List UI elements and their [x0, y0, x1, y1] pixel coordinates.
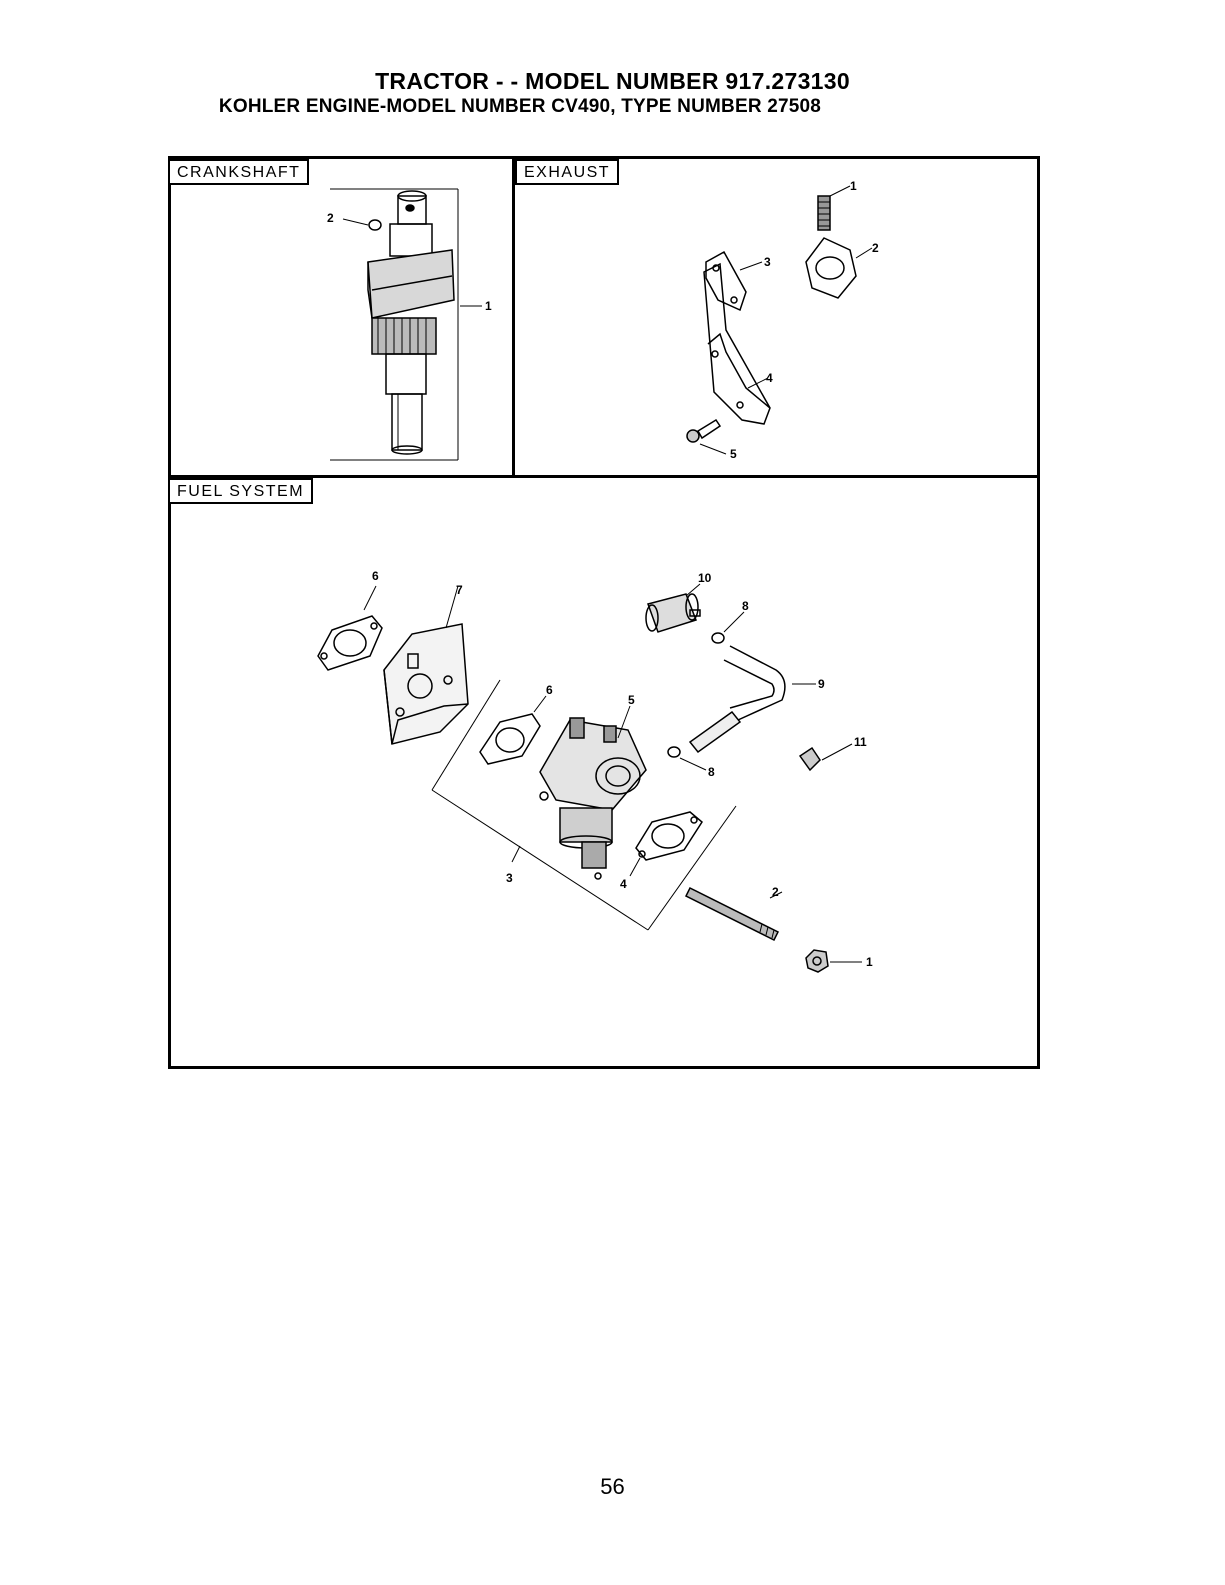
callout-fuel-2: 2	[772, 885, 779, 899]
exhaust-gasket	[806, 238, 872, 298]
carburetor-stud	[686, 888, 782, 940]
callout-crankshaft-1: 1	[485, 299, 492, 313]
callout-exhaust-3: 3	[764, 255, 771, 269]
callout-exhaust-5: 5	[730, 447, 737, 461]
page-number: 56	[0, 1474, 1225, 1500]
carburetor-gasket	[630, 812, 702, 876]
hose-clamp-upper	[712, 612, 744, 643]
callout-fuel-4: 4	[620, 877, 627, 891]
callout-exhaust-4: 4	[766, 371, 773, 385]
callout-fuel-8-upper: 8	[742, 599, 749, 613]
callout-fuel-3: 3	[506, 871, 513, 885]
callout-crankshaft-2: 2	[327, 211, 334, 225]
callout-fuel-11: 11	[854, 735, 867, 749]
fuel-line-clip	[800, 744, 852, 770]
fuel-filter	[646, 584, 700, 632]
callout-exhaust-2: 2	[872, 241, 879, 255]
callout-fuel-6-middle: 6	[546, 683, 553, 697]
callout-fuel-6-upper: 6	[372, 569, 379, 583]
callout-fuel-9: 9	[818, 677, 825, 691]
fuel-line	[690, 646, 816, 752]
heat-shield	[384, 586, 468, 744]
exhaust-stud	[818, 186, 850, 230]
callout-fuel-8-lower: 8	[708, 765, 715, 779]
callout-fuel-7: 7	[456, 583, 463, 597]
fuel-gasket-upper	[318, 586, 382, 670]
exhaust-screw	[687, 420, 726, 454]
carburetor	[540, 706, 646, 879]
callout-fuel-5: 5	[628, 693, 635, 707]
crankshaft-key	[343, 219, 381, 230]
callout-exhaust-1: 1	[850, 179, 857, 193]
callout-fuel-1: 1	[866, 955, 873, 969]
fuel-gasket-middle	[480, 696, 546, 764]
exhaust-bracket-small	[706, 252, 762, 310]
exhaust-bracket-large	[704, 264, 770, 424]
carburetor-nut	[806, 950, 862, 972]
callout-fuel-10: 10	[698, 571, 712, 585]
crankshaft-part	[330, 189, 458, 460]
